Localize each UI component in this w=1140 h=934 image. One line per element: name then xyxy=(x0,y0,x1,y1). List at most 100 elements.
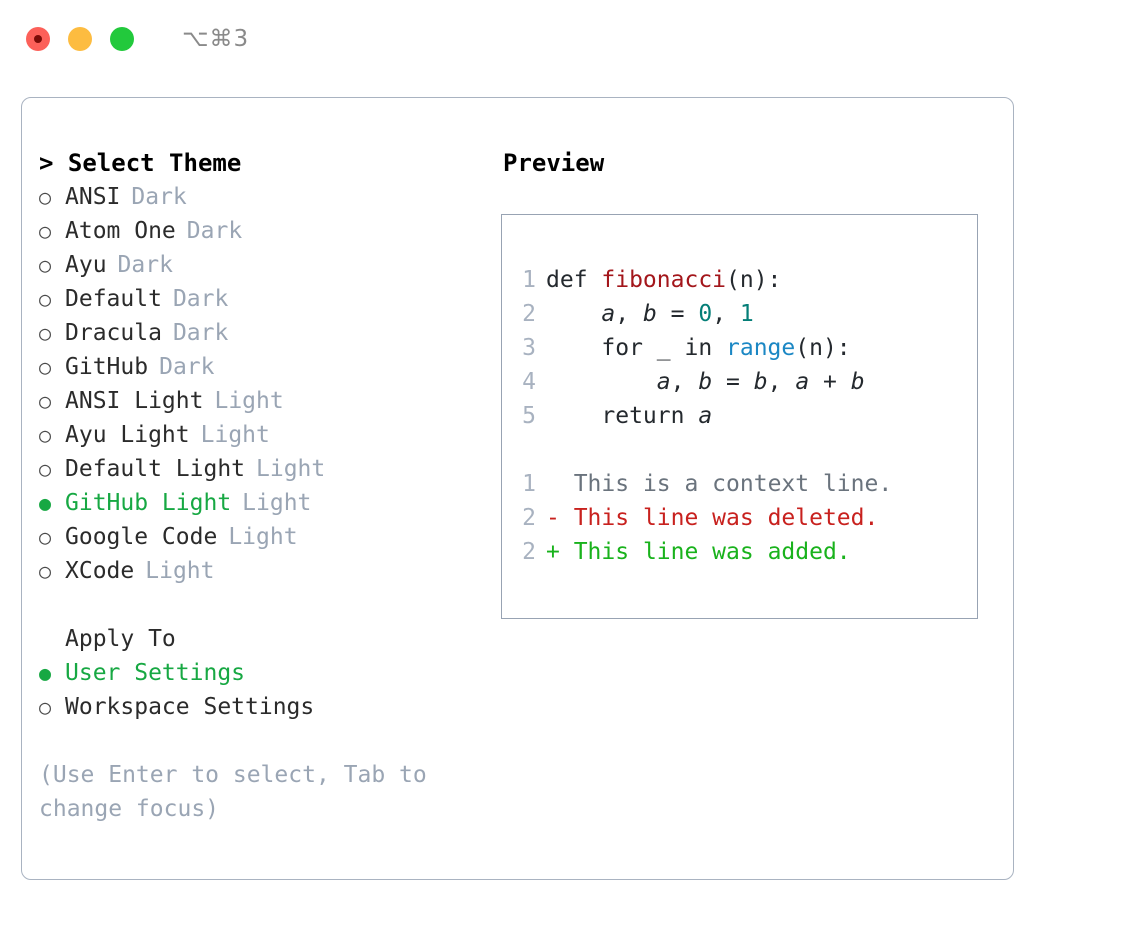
code-line-content: def fibonacci(n): xyxy=(546,263,781,297)
code-token: a xyxy=(698,403,713,429)
radio-selected-icon: ● xyxy=(39,661,52,685)
code-line: 3 for _ in range(n): xyxy=(502,331,977,365)
radio-unselected-icon: ○ xyxy=(39,389,52,413)
theme-variant-badge: Light xyxy=(200,422,270,448)
code-token: , xyxy=(767,369,796,395)
theme-variant-badge: Light xyxy=(214,388,284,414)
theme-option-ansi-light[interactable]: ○ ANSI Light Light xyxy=(39,384,501,418)
diff-line-content: This is a context line. xyxy=(546,467,893,501)
theme-option-label: ANSI Light xyxy=(65,388,204,414)
code-token: , xyxy=(712,301,740,327)
window-titlebar: ⌥⌘3 xyxy=(0,0,1140,78)
radio-unselected-icon: ○ xyxy=(39,423,52,447)
theme-variant-badge: Dark xyxy=(117,252,173,278)
theme-option-default-light[interactable]: ○ Default Light Light xyxy=(39,452,501,486)
code-token: + xyxy=(809,369,851,395)
preview-heading: Preview xyxy=(503,149,605,177)
theme-option-xcode[interactable]: ○ XCode Light xyxy=(39,554,501,588)
code-token xyxy=(546,369,657,395)
maximize-button[interactable] xyxy=(110,27,134,51)
code-line-content: return a xyxy=(546,399,712,433)
radio-unselected-icon: ○ xyxy=(39,695,52,719)
radio-unselected-icon: ○ xyxy=(39,253,52,277)
code-line: 2 a, b = 0, 1 xyxy=(502,297,977,331)
theme-variant-badge: Dark xyxy=(186,218,243,244)
diff-line: 2 + This line was added. xyxy=(502,535,977,569)
theme-variant-badge: Light xyxy=(228,524,298,550)
theme-option-label: XCode xyxy=(65,558,135,584)
code-token: , xyxy=(670,369,699,395)
radio-unselected-icon: ○ xyxy=(39,457,52,481)
code-token: 0 xyxy=(698,301,713,327)
radio-unselected-icon: ○ xyxy=(39,185,52,209)
radio-unselected-icon: ○ xyxy=(39,219,52,243)
code-line-content: for _ in range(n): xyxy=(546,331,851,365)
theme-variant-badge: Dark xyxy=(131,184,187,210)
radio-unselected-icon: ○ xyxy=(39,559,52,583)
diff-line: 2- This line was deleted. xyxy=(502,501,977,535)
code-token: b xyxy=(698,369,713,395)
code-line-content: a, b = 0, 1 xyxy=(546,297,754,331)
theme-option-ayu[interactable]: ○ Ayu Dark xyxy=(39,248,501,282)
radio-unselected-icon: ○ xyxy=(39,355,52,379)
minimize-button[interactable] xyxy=(68,27,92,51)
theme-variant-badge: Dark xyxy=(172,286,229,312)
traffic-lights xyxy=(26,27,134,51)
apply-to-option-workspace-settings[interactable]: ○Workspace Settings xyxy=(39,690,501,724)
code-token: b xyxy=(642,301,657,327)
code-token: 1 xyxy=(739,301,754,327)
code-line: 5 return a xyxy=(502,399,977,433)
diff-marker xyxy=(546,471,574,497)
recording-dot-icon xyxy=(34,35,42,43)
code-token: b xyxy=(753,369,768,395)
theme-option-ansi[interactable]: ○ ANSI Dark xyxy=(39,180,501,214)
code-token: = xyxy=(712,369,754,395)
code-line: 4 a, b = b, a + b xyxy=(502,365,977,399)
apply-to-option-list[interactable]: ●User Settings○Workspace Settings xyxy=(39,656,501,724)
radio-unselected-icon: ○ xyxy=(39,287,52,311)
line-number: 1 xyxy=(522,471,536,497)
theme-option-label: Default Light xyxy=(65,456,246,482)
theme-option-label: Google Code xyxy=(65,524,218,550)
theme-option-label: Default xyxy=(65,286,162,312)
code-token: for _ in xyxy=(546,335,727,361)
apply-to-label: Apply To xyxy=(65,626,176,652)
code-token: (n): xyxy=(795,335,851,361)
theme-option-label: GitHub xyxy=(65,354,149,380)
theme-option-label: Ayu Light xyxy=(65,422,190,448)
apply-to-option-user-settings[interactable]: ●User Settings xyxy=(39,656,501,690)
theme-option-default[interactable]: ○ Default Dark xyxy=(39,282,501,316)
close-button[interactable] xyxy=(26,27,50,51)
theme-option-ayu-light[interactable]: ○ Ayu Light Light xyxy=(39,418,501,452)
code-token: (n): xyxy=(726,267,782,293)
code-line: 1 def fibonacci(n): xyxy=(502,263,977,297)
line-number: 2 xyxy=(522,539,536,565)
theme-variant-badge: Light xyxy=(145,558,215,584)
diff-line-content: - This line was deleted. xyxy=(546,501,878,535)
diff-text: This is a context line. xyxy=(573,471,893,497)
code-token: range xyxy=(726,335,796,361)
code-token: b xyxy=(850,369,865,395)
diff-line-content: + This line was added. xyxy=(546,535,851,569)
diff-text: This line was deleted. xyxy=(573,505,879,531)
diff-sample: 1 This is a context line.2- This line wa… xyxy=(502,467,977,569)
theme-variant-badge: Light xyxy=(256,456,326,482)
code-token: a xyxy=(795,369,810,395)
code-token: a xyxy=(601,301,616,327)
line-number: 3 xyxy=(522,335,536,361)
theme-option-label: ANSI xyxy=(65,184,121,210)
theme-option-label: Ayu xyxy=(65,252,107,278)
code-token: = xyxy=(656,301,699,327)
line-number: 1 xyxy=(522,267,536,293)
